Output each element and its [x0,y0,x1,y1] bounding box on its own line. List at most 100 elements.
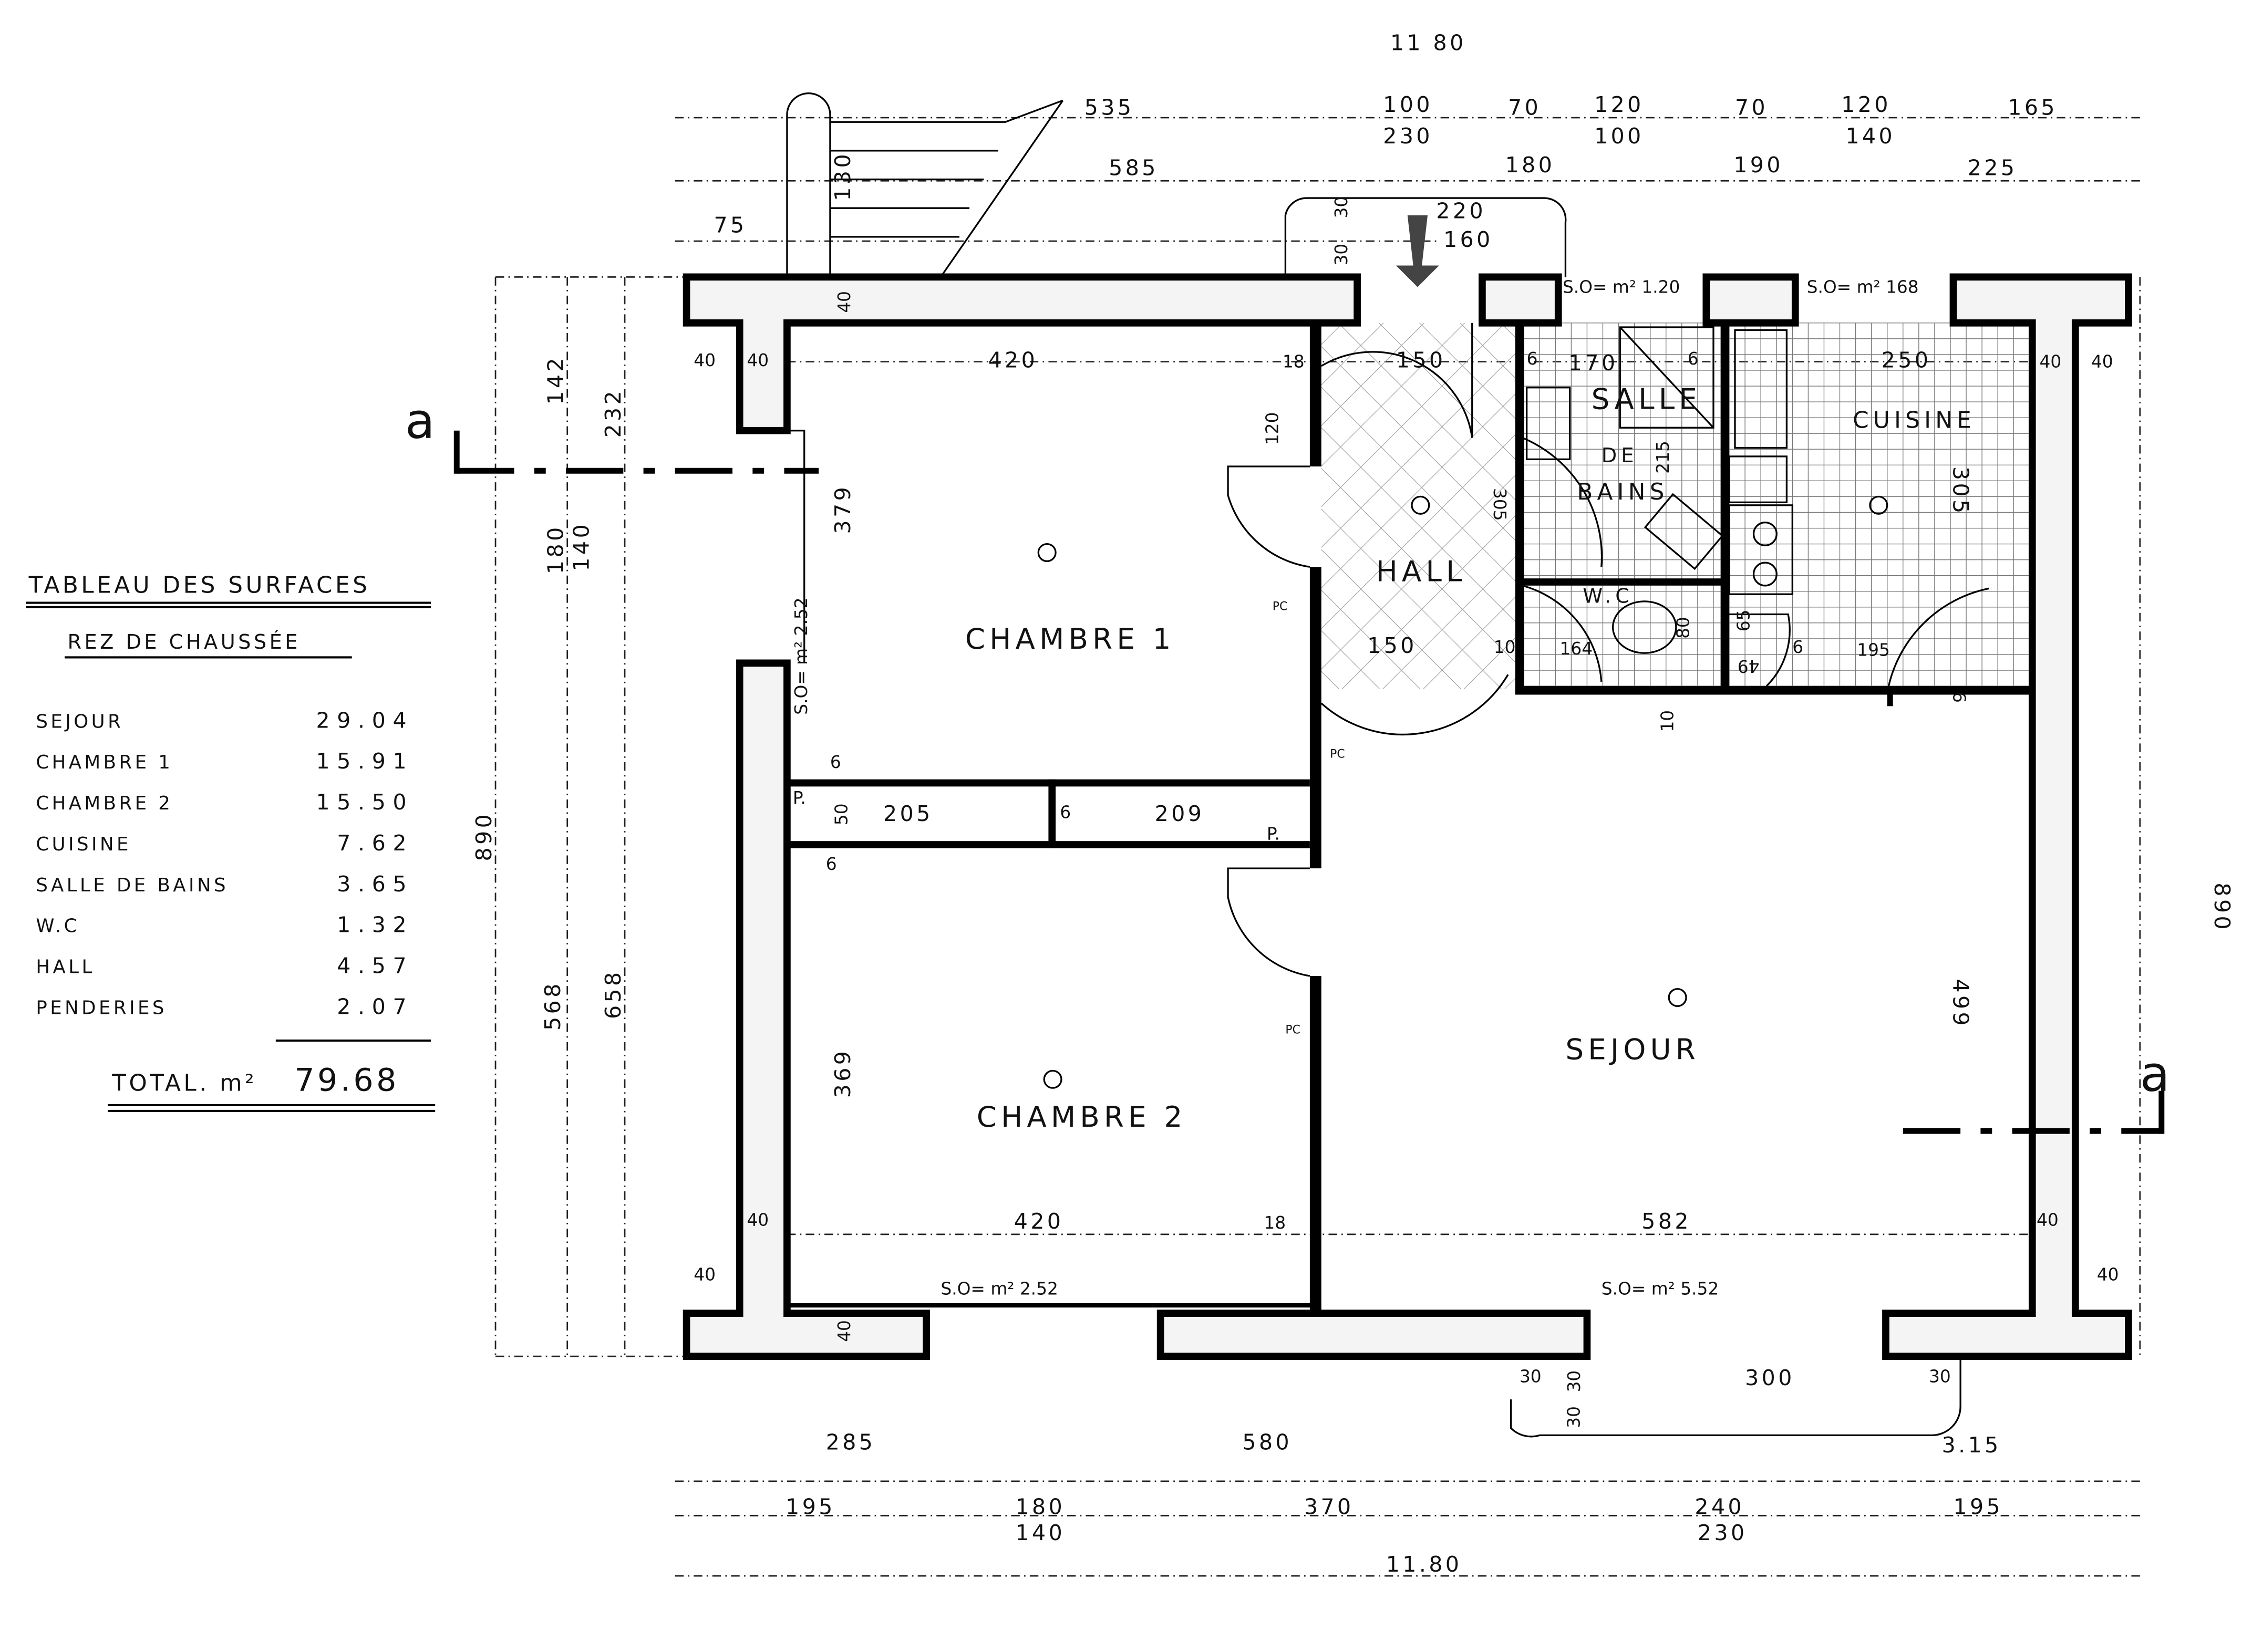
hall-hatch [1321,323,1515,689]
table-row: HALL 4.57 [36,953,414,979]
surface-table: TABLEAU DES SURFACES REZ DE CHAUSSÉE SEJ… [26,572,436,1112]
dim-label: 10 [1494,637,1516,657]
dim-label: 370 [1304,1494,1354,1520]
dim-label: 120 [1594,92,1644,117]
dim-label: 180 [543,524,568,574]
row-label: HALL [36,957,95,978]
dim-label: 195 [786,1494,835,1520]
dim-label: 40 [747,350,769,370]
dim-label: 890 [471,812,497,861]
row-label: W.C [36,916,80,937]
room-label-wc: W.C [1583,585,1634,608]
fixtures [1525,326,1793,654]
dim-label: 215 [1653,441,1673,474]
dim-label: 40 [2091,352,2113,372]
dim-label: S.O= m² 2.52 [941,1279,1058,1299]
dim-label: 232 [601,388,626,438]
row-label: PENDERIES [36,997,167,1019]
dim-label: 11.80 [1386,1552,1462,1577]
ceiling-light-icons [1037,495,1888,1089]
dim-label: 150 [1396,348,1446,373]
room-labels: CHAMBRE 1 CHAMBRE 2 SEJOUR HALL SALLE DE… [965,382,1976,1134]
dim-label: 658 [601,969,626,1019]
dim-label: 150 [1367,633,1417,658]
dim-label: 180 [1505,152,1555,178]
dim-label: 300 [1745,1365,1795,1390]
dim-label: S.O= m² 1.20 [1563,277,1680,297]
dim-label: 40 [694,350,716,370]
tile-grid [1523,323,2032,687]
section-marker-left: a [405,392,435,449]
dim-label: 250 [1882,348,1931,373]
dimension-labels-interior: 40 40 40 420 18 120 150 6 170 6 250 40 4… [694,291,2119,1342]
dim-label: 369 [830,1048,855,1098]
dim-label: 80 [1673,617,1693,639]
bidet-tub [1644,493,1724,570]
row-label: CUISINE [36,834,131,855]
row-value: 15.91 [316,749,414,774]
stove [1728,504,1793,595]
dim-label: 164 [1559,639,1593,659]
room-label-hall: HALL [1376,555,1466,588]
table-subtitle: REZ DE CHAUSSÉE [67,629,300,654]
row-value: 29.04 [316,708,414,733]
dim-label: 40 [747,1210,769,1230]
dim-label: 50 [832,803,852,825]
row-value: 3.65 [337,871,414,897]
row-value: 2.07 [337,994,414,1019]
outlet-label: PC [1285,1023,1300,1036]
dimension-lines [494,117,2141,1577]
room-label-chambre1: CHAMBRE 1 [965,622,1175,656]
dim-label: 18 [1264,1213,1286,1233]
dim-label: 49 [1738,656,1760,676]
dim-label: 142 [543,355,568,405]
dim-label: 6 [1792,637,1803,657]
dim-label: 499 [1948,979,1973,1029]
dim-label: S.O= m² 168 [1807,277,1919,297]
dim-label: 195 [1857,640,1890,660]
dim-label: S.O= m² 5.52 [1602,1279,1719,1299]
row-label: SEJOUR [36,711,123,732]
dim-label: 65 [1733,610,1753,632]
walls [683,273,2132,1360]
dim-label: S.O= m² 2.52 [791,597,811,714]
entrance-arrow-icon [1396,215,1439,287]
table-row: PENDERIES 2.07 [36,994,414,1019]
dim-label: 120 [1841,92,1891,117]
doors [787,323,1990,977]
dim-label: 40 [2037,1210,2059,1230]
dim-label: P. [793,788,806,808]
room-label-salle: SALLE [1592,382,1702,416]
dim-label: 6 [826,854,837,874]
dim-label: 130 [830,151,855,201]
dim-label: 40 [834,291,854,313]
dim-label: 225 [1968,155,2018,180]
dimension-labels-left: 142 232 180 140 379 890 568 658 369 S.O=… [471,355,855,1098]
dim-label: 3.15 [1942,1432,2001,1458]
room-label-cuisine: CUISINE [1853,407,1976,433]
dim-label: 6 [830,752,841,772]
dim-label: 890 [2209,882,2235,932]
dimension-labels-top: 11 80 535 100 230 70 120 100 70 120 140 … [714,30,2058,297]
dim-label: 165 [2008,95,2058,120]
dim-label: 30 [1564,1370,1584,1393]
dimension-labels-bottom: 285 580 3.15 195 180 140 370 240 230 195… [786,1365,2003,1577]
dim-label: 160 [1443,227,1493,252]
dim-label: 230 [1383,123,1433,149]
dim-label: 195 [1953,1494,2003,1520]
dim-label: 30 [1331,196,1351,219]
table-title: TABLEAU DES SURFACES [28,572,370,598]
dim-label: 40 [834,1320,854,1342]
section-marker-right: a [2140,1046,2170,1103]
dim-label: 285 [826,1430,876,1455]
row-value: 4.57 [337,953,414,979]
dim-label: 40 [2039,352,2061,372]
dim-label: 240 [1695,1494,1744,1520]
dim-label: 6 [1527,349,1538,369]
room-label-de: DE [1602,444,1638,467]
